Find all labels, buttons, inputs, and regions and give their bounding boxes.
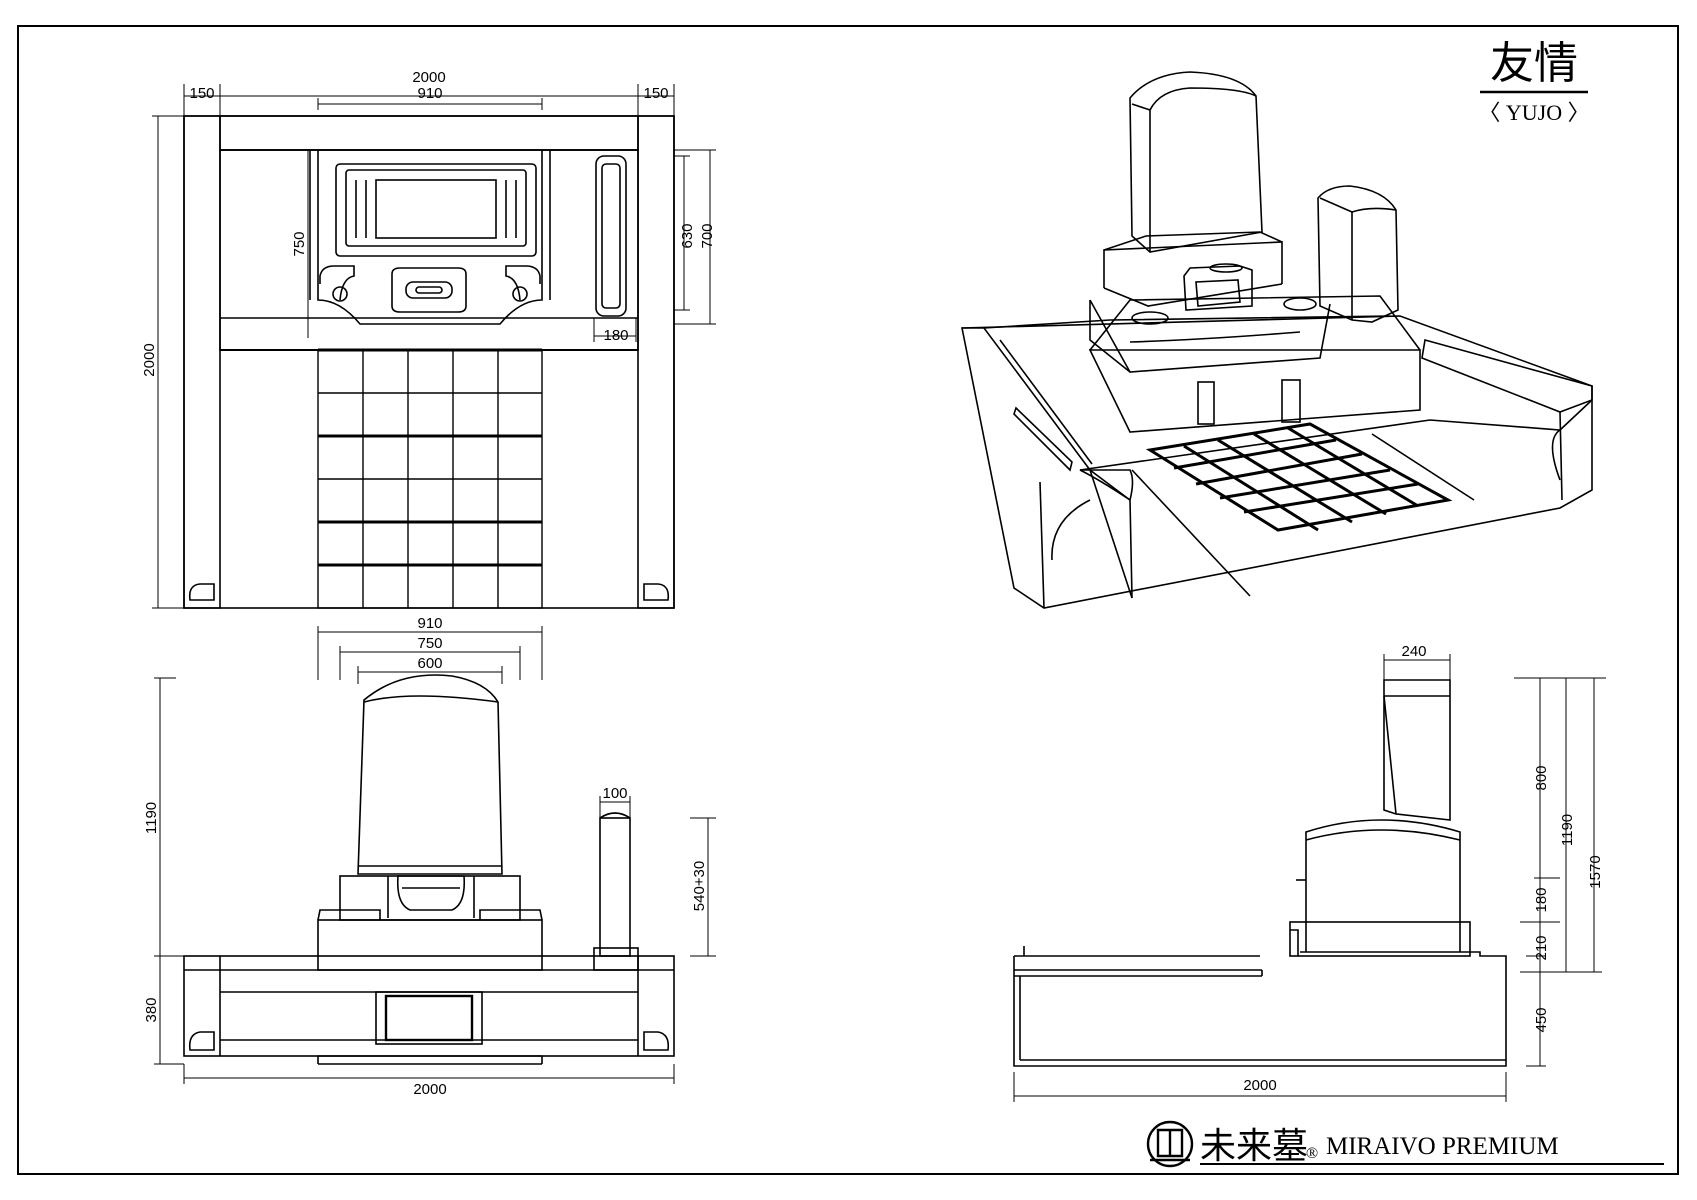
plan-back-curb bbox=[219, 115, 639, 151]
brand-logo-icon bbox=[1146, 1120, 1194, 1168]
side-dim-stone-height: 1190 bbox=[1559, 814, 1576, 846]
plan-dim-right-margin: 150 bbox=[643, 85, 668, 102]
side-dim-low-height: 210 bbox=[1533, 935, 1550, 960]
side-dim-top-depth: 240 bbox=[1401, 643, 1426, 660]
front-side-post bbox=[599, 817, 631, 957]
plan-flower-left bbox=[319, 265, 355, 301]
brand-block: 未来墓 ® MIRAIVO PREMIUM bbox=[1146, 1120, 1664, 1168]
plan-side-stone bbox=[595, 155, 627, 317]
front-view bbox=[183, 674, 675, 1065]
persp-middle-tier bbox=[1103, 241, 1283, 288]
side-dim-mid-height: 180 bbox=[1533, 887, 1550, 912]
side-dim-base-height: 450 bbox=[1533, 1007, 1550, 1032]
side-dimensions bbox=[1013, 654, 1606, 1102]
side-stone-body bbox=[1305, 819, 1461, 952]
front-incense bbox=[396, 875, 466, 911]
plan-dim-overall-depth: 2000 bbox=[141, 343, 158, 376]
plan-dim-inner-width: 910 bbox=[417, 85, 442, 102]
plan-monument bbox=[335, 163, 537, 257]
front-lower-tier bbox=[317, 919, 543, 971]
brand-name: MIRAIVO PREMIUM bbox=[1326, 1133, 1559, 1160]
plan-outline bbox=[183, 115, 675, 609]
side-lower-tier bbox=[1289, 921, 1471, 957]
plan-left-curb-end bbox=[188, 583, 215, 601]
plan-right-curb bbox=[637, 115, 675, 609]
sheet-border bbox=[17, 25, 1679, 1175]
front-dim-overall-width: 2000 bbox=[413, 1081, 446, 1098]
front-dim-middle-width: 750 bbox=[417, 635, 442, 652]
front-dim-base-height: 380 bbox=[143, 997, 160, 1022]
persp-side-stone bbox=[1317, 185, 1399, 323]
title-japanese: 友情 bbox=[1490, 38, 1578, 89]
persp-incense bbox=[1183, 265, 1253, 311]
front-middle-tier bbox=[339, 875, 521, 921]
plan-left-curb bbox=[183, 115, 221, 609]
plan-dim-side-width: 180 bbox=[603, 327, 628, 344]
persp-paving bbox=[1145, 422, 1453, 532]
plan-stone-base bbox=[317, 150, 543, 325]
front-monument bbox=[357, 674, 503, 875]
plan-dim-left-margin: 150 bbox=[189, 85, 214, 102]
side-dim-upper-height: 800 bbox=[1533, 765, 1550, 790]
side-view bbox=[1013, 679, 1507, 1067]
plan-right-curb-end bbox=[643, 583, 670, 601]
plan-dimension-labels: 2000 150 910 150 2000 750 630 700 180 bbox=[141, 69, 716, 377]
front-dim-post-height: 540+30 bbox=[691, 861, 708, 911]
title-romaji: 〈 YUJO 〉 bbox=[1478, 100, 1589, 125]
front-dim-post-width: 100 bbox=[602, 785, 627, 802]
front-dim-stone-height: 1190 bbox=[143, 802, 160, 834]
plan-dim-side-a: 630 bbox=[679, 223, 696, 248]
plan-view bbox=[183, 115, 675, 609]
persp-base-tier bbox=[1088, 349, 1421, 433]
front-dim-inner-width: 600 bbox=[417, 655, 442, 672]
plan-dim-stone-depth: 750 bbox=[291, 231, 308, 256]
plan-dim-overall-width: 2000 bbox=[412, 69, 445, 86]
side-dim-overall-depth: 2000 bbox=[1243, 1077, 1276, 1094]
brand-registered: ® bbox=[1306, 1145, 1318, 1162]
plan-flower-right bbox=[505, 265, 541, 301]
side-base bbox=[1013, 951, 1507, 1067]
side-dimension-labels: 240 800 1190 1570 180 210 450 2000 bbox=[1243, 643, 1604, 1094]
plan-incense bbox=[391, 267, 467, 313]
plan-dim-side-b: 700 bbox=[699, 223, 716, 248]
front-dimension-labels: 910 750 600 1190 380 2000 100 540+30 bbox=[143, 615, 708, 1098]
title-block: 友情 〈 YUJO 〉 bbox=[1478, 38, 1589, 125]
front-ossuary bbox=[375, 991, 483, 1045]
side-dim-total-height: 1570 bbox=[1587, 855, 1604, 888]
persp-platform bbox=[961, 315, 1593, 609]
front-dimensions bbox=[154, 626, 716, 1084]
plan-dimensions bbox=[152, 84, 716, 609]
brand-mark: 未来墓 bbox=[1200, 1126, 1308, 1167]
plan-paving-grid bbox=[317, 349, 543, 609]
perspective-view bbox=[961, 71, 1593, 609]
front-dim-outer-width: 910 bbox=[417, 615, 442, 632]
side-monument bbox=[1383, 679, 1451, 821]
